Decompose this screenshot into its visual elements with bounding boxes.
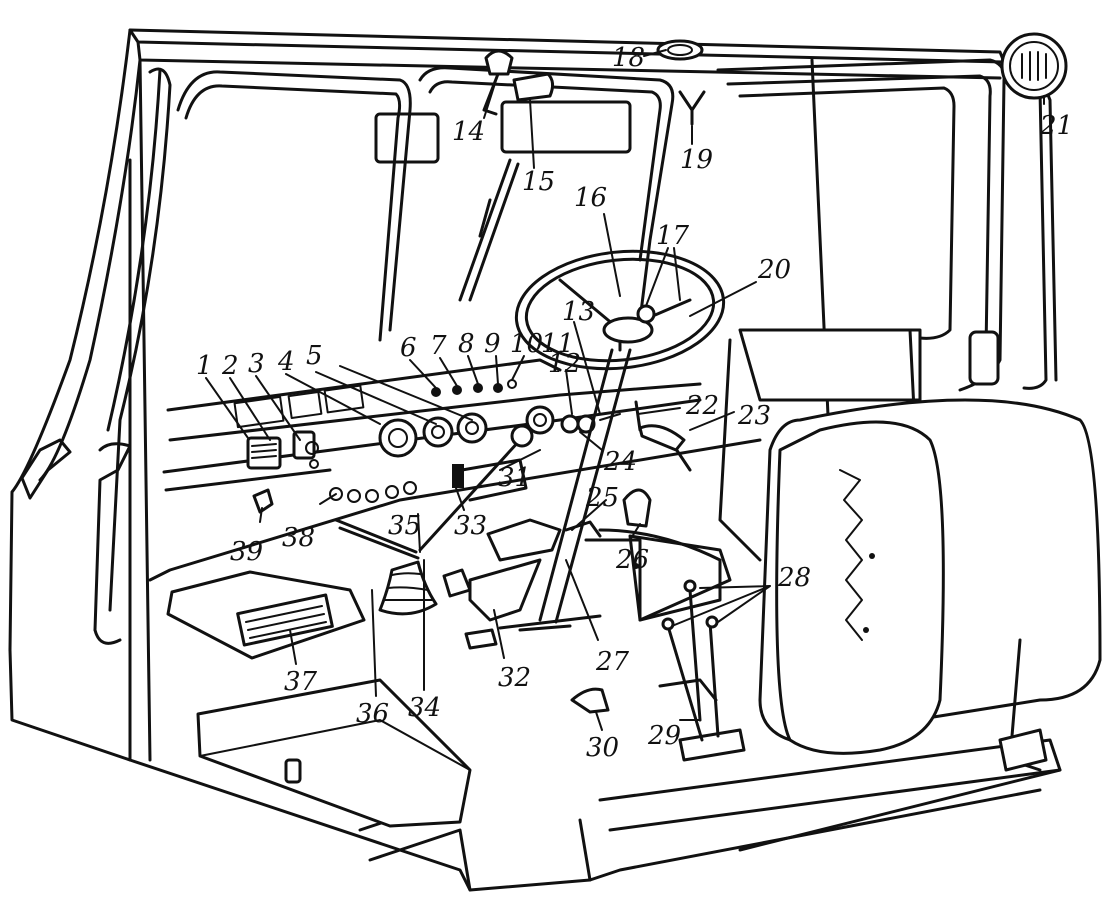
label-34: 34 [408, 693, 441, 723]
floor-items [166, 458, 1048, 828]
label-21: 21 [1039, 111, 1073, 141]
label-16: 16 [574, 183, 607, 213]
label-3: 3 [248, 349, 265, 379]
label-15: 15 [522, 167, 555, 197]
label-9: 9 [484, 329, 501, 359]
leader-lines [205, 49, 1045, 731]
label-27: 27 [595, 647, 630, 677]
label-38: 38 [282, 523, 315, 553]
cab-frame [8, 28, 1062, 892]
label-22: 22 [685, 391, 719, 421]
label-19: 19 [680, 145, 713, 175]
label-17: 17 [656, 221, 690, 251]
label-7: 7 [430, 331, 447, 361]
label-39: 39 [230, 537, 263, 567]
label-4: 4 [277, 347, 295, 377]
label-36: 36 [356, 699, 389, 729]
label-13: 13 [562, 297, 595, 327]
label-30: 30 [586, 733, 619, 763]
callout-labels: 1 2 3 4 5 6 7 8 9 10 11 12 13 14 15 16 1… [196, 43, 1073, 763]
label-5: 5 [306, 341, 323, 371]
label-35: 35 [388, 511, 421, 541]
label-10: 10 [510, 329, 543, 359]
label-20: 20 [757, 255, 791, 285]
label-23: 23 [737, 401, 771, 431]
label-11: 11 [541, 329, 574, 359]
dashboard [162, 358, 702, 492]
label-1: 1 [196, 351, 213, 381]
label-24: 24 [603, 447, 637, 477]
floor-controls [334, 400, 746, 762]
label-37: 37 [284, 667, 318, 697]
label-18: 18 [612, 43, 645, 73]
label-12: 12 [548, 349, 581, 379]
label-32: 32 [498, 663, 531, 693]
label-6: 6 [400, 333, 417, 363]
label-8: 8 [458, 329, 475, 359]
label-29: 29 [647, 721, 681, 751]
label-28: 28 [777, 563, 811, 593]
roof-fixtures [458, 32, 1068, 386]
seat [718, 328, 1102, 772]
label-14: 14 [452, 117, 485, 147]
label-26: 26 [615, 545, 649, 575]
label-2: 2 [221, 351, 239, 381]
label-33: 33 [454, 511, 487, 541]
label-25: 25 [585, 483, 619, 513]
label-31: 31 [498, 463, 531, 493]
